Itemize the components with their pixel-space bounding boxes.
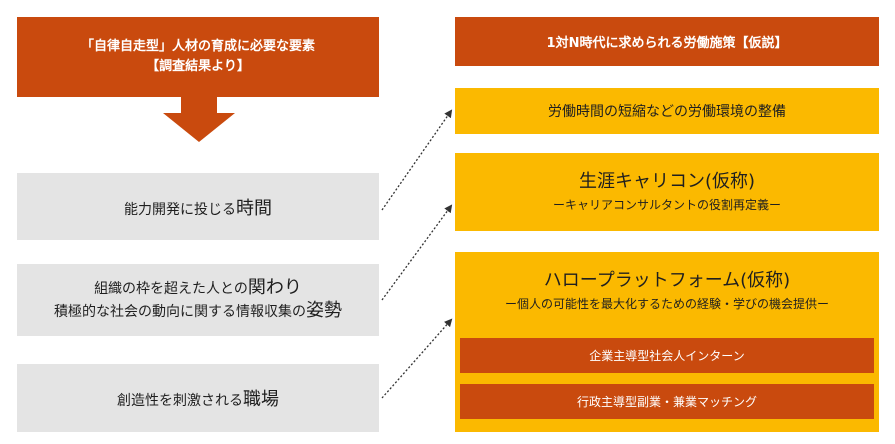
element-relations-text: 組織の枠を超えた人との: [94, 281, 248, 297]
policy-career-consult: 生涯キャリコン(仮称) ーキャリアコンサルタントの役割再定義ー: [455, 153, 879, 231]
connector-arrow-1: [381, 109, 453, 211]
right-header: 1対N時代に求められる労働施策【仮説】: [455, 17, 879, 66]
element-workplace-emph: 職場: [243, 389, 279, 410]
policy-career-consult-subtitle: ーキャリアコンサルタントの役割再定義ー: [552, 198, 781, 212]
element-relations: 組織の枠を超えた人との関わり 積極的な社会の動向に関する情報収集の姿勢: [17, 264, 379, 336]
policy-work-environment: 労働時間の短縮などの労働環境の整備: [455, 88, 879, 134]
element-time-text: 能力開発に投じる: [124, 201, 236, 218]
left-header-title: 「自律自走型」人材の育成に必要な要素: [80, 39, 315, 54]
policy-hello-platform-subtitle: ー個人の可能性を最大化するための経験・学びの機会提供ー: [504, 297, 829, 311]
element-workplace: 創造性を刺激される職場: [17, 364, 379, 432]
element-relations-emph: 関わり: [247, 277, 302, 298]
connector-arrow-2: [381, 204, 453, 301]
element-workplace-text: 創造性を刺激される: [117, 393, 243, 409]
policy-career-consult-title: 生涯キャリコン(仮称): [578, 171, 756, 192]
policy-hello-platform-title: ハロープラットフォーム(仮称): [543, 270, 791, 291]
connector-arrow-3: [381, 318, 453, 399]
element-attitude-emph: 姿勢: [306, 300, 342, 321]
element-time-emph: 時間: [236, 197, 272, 219]
down-arrow-icon: [163, 97, 235, 142]
subpolicy-side-job-matching: 行政主導型副業・兼業マッチング: [460, 384, 874, 419]
element-attitude-text: 積極的な社会の動向に関する情報収集の: [54, 304, 306, 320]
element-time: 能力開発に投じる時間: [17, 173, 379, 240]
right-header-title: 1対N時代に求められる労働施策【仮説】: [546, 36, 788, 51]
left-header: 「自律自走型」人材の育成に必要な要素 【調査結果より】: [17, 17, 379, 97]
policy-work-environment-title: 労働時間の短縮などの労働環境の整備: [548, 104, 786, 120]
subpolicy-internship: 企業主導型社会人インターン: [460, 338, 874, 373]
left-header-subtitle: 【調査結果より】: [146, 59, 250, 74]
